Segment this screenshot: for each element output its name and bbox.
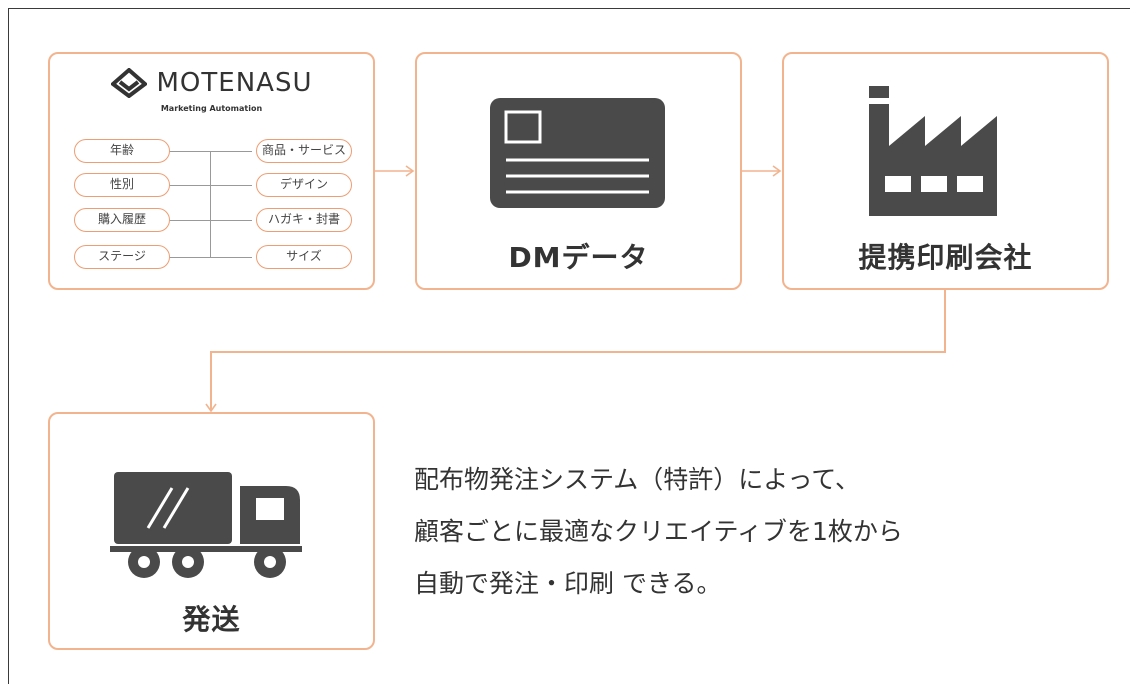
truck-icon	[110, 472, 302, 578]
description-text: 配布物発注システム（特許）によって、 顧客ごとに最適なクリエイティブを1枚から …	[414, 454, 903, 610]
tag-stage: ステージ	[74, 245, 170, 269]
motenasu-logo: MOTENASU	[50, 68, 373, 98]
description-line-3: 自動で発注・印刷 できる。	[414, 569, 722, 598]
motenasu-logo-icon	[110, 68, 147, 98]
print-company-label: 提携印刷会社	[858, 241, 1033, 274]
motenasu-box: MOTENASU Marketing Automation 年齢 性別 購入履歴…	[48, 52, 375, 290]
tag-gender: 性別	[74, 173, 170, 197]
tag-age: 年齢	[74, 139, 170, 163]
tag-product-service: 商品・サービス	[256, 139, 352, 163]
tag-connector-row-2	[168, 185, 252, 186]
tag-connector-row-3	[168, 220, 252, 221]
dm-data-box: DMデータ	[415, 52, 742, 290]
frame-left-rule	[8, 8, 9, 684]
frame-top-rule	[8, 8, 1130, 9]
tag-purchase-history: 購入履歴	[74, 208, 170, 232]
tag-connector-vertical	[210, 151, 211, 257]
print-company-box: 提携印刷会社	[782, 52, 1109, 290]
flow-line-print-down	[944, 290, 946, 352]
shipping-label: 発送	[182, 603, 241, 636]
description-line-2: 顧客ごとに最適なクリエイティブを1枚から	[414, 517, 903, 546]
tag-postcard-envelope: ハガキ・封書	[256, 208, 352, 232]
dm-card-icon	[490, 98, 665, 208]
dm-data-label: DMデータ	[508, 241, 649, 274]
motenasu-logo-text: MOTENASU	[156, 68, 313, 98]
flow-line-horizontal	[210, 351, 946, 353]
tag-connector-row-4	[168, 257, 252, 258]
shipping-box: 発送	[48, 412, 375, 650]
motenasu-logo-subtitle: Marketing Automation	[160, 104, 263, 113]
arrow-dm-to-print	[742, 165, 782, 177]
arrow-motenasu-to-dm	[375, 165, 415, 177]
tag-design: デザイン	[256, 173, 352, 197]
factory-icon	[869, 86, 997, 216]
tag-connector-row-1	[168, 151, 252, 152]
description-line-1: 配布物発注システム（特許）によって、	[414, 465, 861, 494]
arrow-print-to-ship	[205, 351, 217, 413]
tag-size: サイズ	[256, 245, 352, 269]
